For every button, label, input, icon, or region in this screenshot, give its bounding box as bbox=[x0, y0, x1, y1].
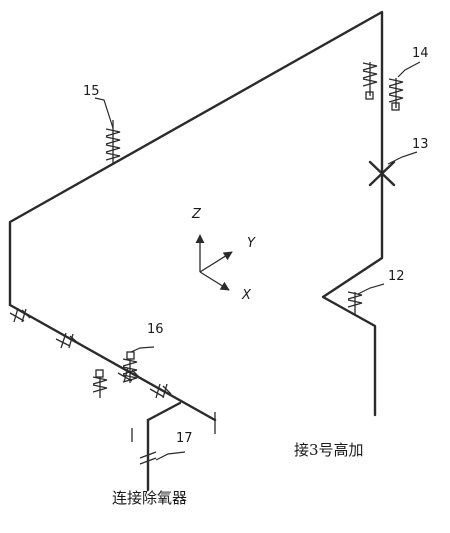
pipe-route bbox=[8, 10, 384, 492]
label-connect-hp3: 接3号高加 bbox=[294, 441, 364, 459]
label-13: 13 bbox=[412, 137, 429, 152]
label-12: 12 bbox=[388, 269, 405, 284]
component-17: 17 bbox=[139, 431, 193, 465]
spring-hanger-16: 16 bbox=[92, 322, 164, 398]
label-15: 15 bbox=[83, 84, 100, 99]
y-axis-arrow bbox=[199, 251, 233, 273]
axis-label-z: Z bbox=[191, 207, 202, 222]
label-17: 17 bbox=[176, 431, 193, 446]
hanger-block-2 bbox=[391, 102, 400, 111]
fixed-point-13: 13 bbox=[368, 137, 429, 187]
axis-gizmo: Z Y X bbox=[191, 207, 256, 303]
x-axis-arrow bbox=[199, 271, 230, 291]
label-14: 14 bbox=[412, 46, 429, 61]
valve-icon bbox=[149, 383, 172, 399]
hanger-block bbox=[365, 91, 374, 100]
spring-hanger-12: 12 bbox=[347, 269, 405, 316]
axis-label-x: X bbox=[241, 288, 252, 303]
spring-hanger-15: 15 bbox=[83, 84, 121, 165]
label-16: 16 bbox=[147, 322, 164, 337]
pipe-main-loop bbox=[8, 10, 384, 417]
axis-label-y: Y bbox=[247, 236, 256, 251]
valve-icon bbox=[55, 332, 79, 349]
label-connect-deaerator: 连接除氧器 bbox=[112, 489, 187, 507]
spring-hanger-14: 14 bbox=[362, 46, 429, 111]
valve-icon bbox=[9, 307, 31, 323]
pipe-lower-branch bbox=[8, 303, 217, 422]
pipe-deaerator-riser bbox=[146, 401, 182, 422]
